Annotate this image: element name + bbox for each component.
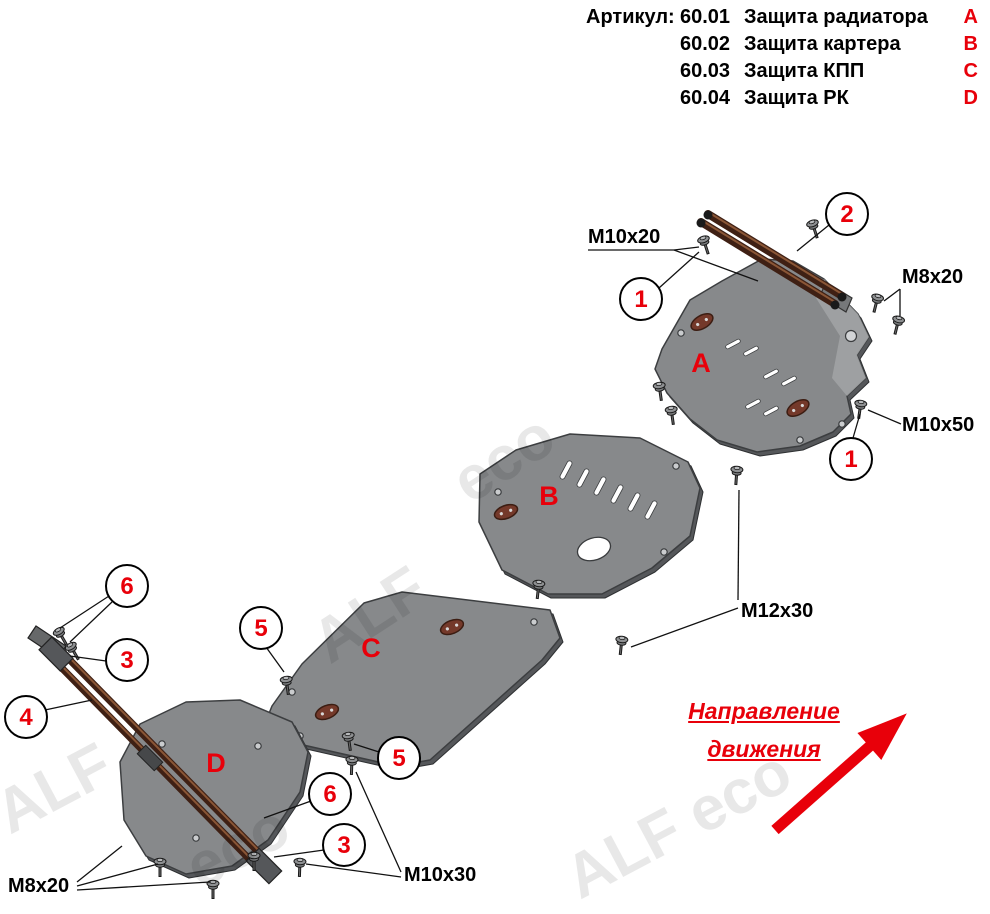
bolt-icon <box>695 233 716 258</box>
direction-line-2: движения <box>707 736 821 762</box>
plate-b-letter: B <box>539 481 559 511</box>
part-letter: D <box>963 87 978 109</box>
label-m12x30: M12x30 <box>741 600 813 622</box>
callout-5b-number: 5 <box>392 745 405 772</box>
label-m8x20-top: M8x20 <box>902 266 963 288</box>
watermark-text: ALF <box>0 730 123 848</box>
plate-a-highlight <box>816 279 869 396</box>
label-m10x50: M10x50 <box>902 414 974 436</box>
plate-b <box>478 433 704 599</box>
part-letter: C <box>963 60 978 82</box>
parts-list-row: 60.04 Защита РК D <box>586 87 978 114</box>
callout-3-number: 3 <box>120 647 133 674</box>
part-name: Защита радиатора <box>744 6 928 28</box>
plate-d <box>119 699 312 879</box>
callout-2 <box>825 192 869 236</box>
part-name: Защита КПП <box>744 60 865 82</box>
callout-5b <box>377 736 421 780</box>
part-name: Защита РК <box>744 87 849 109</box>
bolt-hole <box>672 462 680 470</box>
plate-d-letter: D <box>206 748 226 778</box>
bolt-icon <box>887 313 907 338</box>
bolt-icon <box>663 403 681 428</box>
part-code: 60.03 <box>680 60 731 82</box>
plate-letters: A B C D <box>206 348 711 778</box>
part-code: 60.04 <box>680 87 731 109</box>
callout-6-number: 6 <box>120 573 133 600</box>
callout-6 <box>105 564 149 608</box>
bolt-size-labels: M10x20 M8x20 M10x50 M12x30 M10x30 M8x20 <box>8 226 974 897</box>
bolt-hole <box>254 742 262 750</box>
crossbar-radiator <box>696 210 853 313</box>
direction-arrow <box>771 713 907 835</box>
part-letter: A <box>963 6 978 28</box>
bolt-hole <box>158 740 166 748</box>
callout-1-number: 1 <box>634 286 647 313</box>
bolt-icon <box>291 856 308 879</box>
bolt-hole <box>530 618 538 626</box>
callout-3 <box>105 638 149 682</box>
callout-1b <box>829 437 873 481</box>
parts-list-heading: Артикул: <box>586 6 675 28</box>
parts-list-row: Артикул: 60.01 Защита радиатора A <box>586 6 978 33</box>
part-name: Защита картера <box>744 33 901 55</box>
plate-a <box>654 258 873 457</box>
callout-5-number: 5 <box>254 615 267 642</box>
bolt-hole <box>660 548 668 556</box>
bolt-hole <box>838 420 846 428</box>
direction-of-travel-label: Направление движения <box>674 692 854 768</box>
callout-1 <box>619 277 663 321</box>
label-m10x20: M10x20 <box>588 226 660 248</box>
callout-6b <box>308 772 352 816</box>
access-hole <box>576 536 612 562</box>
leader-lines <box>44 224 902 891</box>
callout-1b-number: 1 <box>844 446 857 473</box>
part-code: 60.02 <box>680 33 731 55</box>
part-code: 60.01 <box>680 6 731 28</box>
parts-list: Артикул: 60.01 Защита радиатора A 60.02 … <box>586 6 978 114</box>
callouts: 2 1 1 6 3 4 5 5 6 3 <box>4 192 873 867</box>
bolt-icon <box>728 464 745 487</box>
callout-4-number: 4 <box>19 704 33 731</box>
bolt-icon <box>851 397 869 422</box>
callout-2-number: 2 <box>840 201 853 228</box>
bolt-icon <box>866 291 886 316</box>
bolt-icon <box>152 856 168 879</box>
mount-hole <box>844 329 858 343</box>
parts-list-row: 60.02 Защита картера B <box>586 33 978 60</box>
label-m8x20-bottom: M8x20 <box>8 875 69 897</box>
plate-c-letter: C <box>361 633 381 663</box>
callout-4 <box>4 695 48 739</box>
plate-a-letter: A <box>691 348 711 378</box>
parts-list-row: 60.03 Защита КПП C <box>586 60 978 87</box>
bolt-hole <box>796 436 804 444</box>
callout-3b <box>322 823 366 867</box>
callout-5 <box>239 606 283 650</box>
label-m10x30: M10x30 <box>404 864 476 886</box>
callout-3b-number: 3 <box>337 832 350 859</box>
bolt-hole <box>677 329 685 337</box>
bolt-icon <box>651 379 669 404</box>
callout-6b-number: 6 <box>323 781 336 808</box>
direction-line-1: Направление <box>688 698 840 724</box>
bolt-icon <box>612 634 630 658</box>
part-letter: B <box>963 33 978 55</box>
crossbar-front <box>27 625 283 885</box>
